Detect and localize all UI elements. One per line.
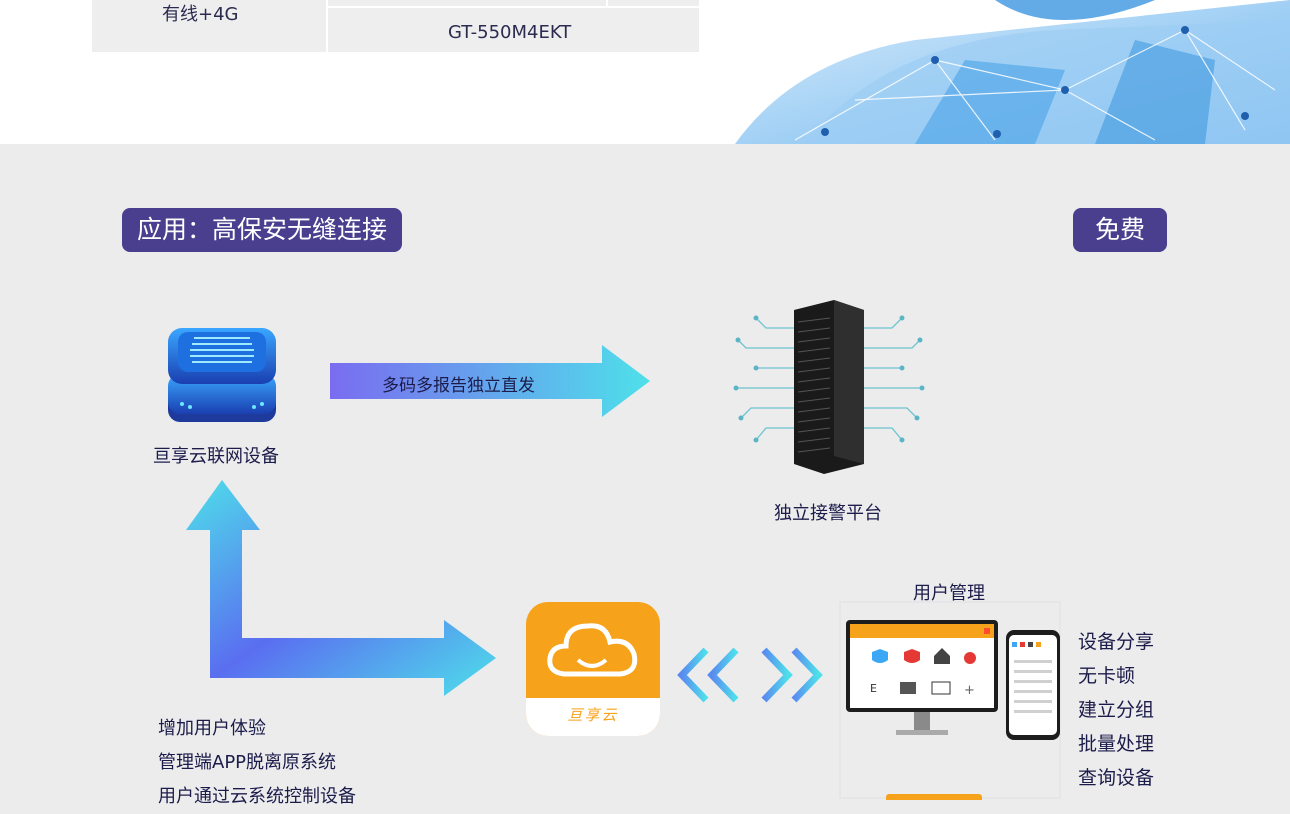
- application-tag: 应用：高保安无缝连接: [122, 208, 402, 252]
- right-arrow: [330, 345, 650, 417]
- feature-item: 设备分享: [1078, 631, 1155, 653]
- server-rack-icon: [733, 300, 925, 474]
- feature-item: 增加用户体验: [158, 718, 266, 739]
- feature-item: 管理端APP脱离原系统: [158, 752, 337, 773]
- feature-item: 无卡顿: [1078, 665, 1136, 687]
- app-logo: 亘享云: [526, 602, 660, 736]
- user-mgmt-label: 用户管理: [913, 583, 985, 604]
- platform-label: 独立接警平台: [774, 503, 882, 524]
- feature-item: 查询设备: [1078, 767, 1155, 789]
- arrow-text: 多码多报告独立直发: [382, 376, 535, 396]
- device-label: 亘享云联网设备: [153, 446, 279, 467]
- feature-list-left: 增加用户体验 管理端APP脱离原系统 用户通过云系统控制设备: [158, 712, 356, 814]
- top-section: 有线+4G GT-550M4EKT: [0, 0, 1290, 144]
- table-row-label: 有线+4G: [162, 4, 239, 25]
- device-mockups: E +: [839, 601, 1061, 800]
- l-shaped-arrow: [186, 480, 496, 696]
- feature-item: 建立分组: [1078, 699, 1155, 721]
- sync-chevrons-icon: [677, 647, 823, 703]
- cloud-icon: [547, 623, 638, 677]
- app-logo-text: 亘享云: [567, 706, 619, 724]
- feature-item: 批量处理: [1078, 733, 1155, 755]
- iot-device-icon: [168, 328, 276, 422]
- table-model-cell: GT-550M4EKT: [448, 22, 572, 43]
- svg-text:+: +: [964, 683, 975, 698]
- free-tag: 免费: [1073, 208, 1167, 252]
- network-banner-graphic: [735, 0, 1290, 144]
- spec-table: 有线+4G GT-550M4EKT: [92, 0, 699, 52]
- svg-text:E: E: [870, 682, 877, 695]
- feature-item: 用户通过云系统控制设备: [158, 786, 356, 807]
- feature-list-right: 设备分享 无卡顿 建立分组 批量处理 查询设备: [1078, 625, 1154, 795]
